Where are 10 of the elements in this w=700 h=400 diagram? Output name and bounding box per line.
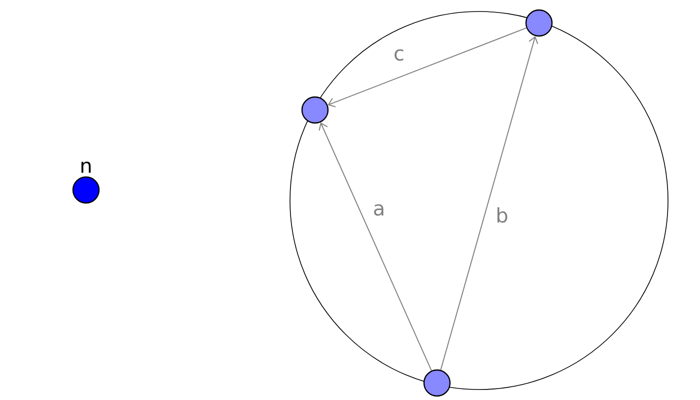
arrow [318,122,432,372]
edge-label: c [394,49,404,61]
point-label: n [82,162,91,173]
point-dot [301,96,329,124]
arrow [440,36,538,370]
edge-label: b [497,207,508,223]
arrow [328,27,527,108]
point-dot [423,369,451,397]
point-dot [525,9,553,37]
edge-label: a [374,204,384,216]
